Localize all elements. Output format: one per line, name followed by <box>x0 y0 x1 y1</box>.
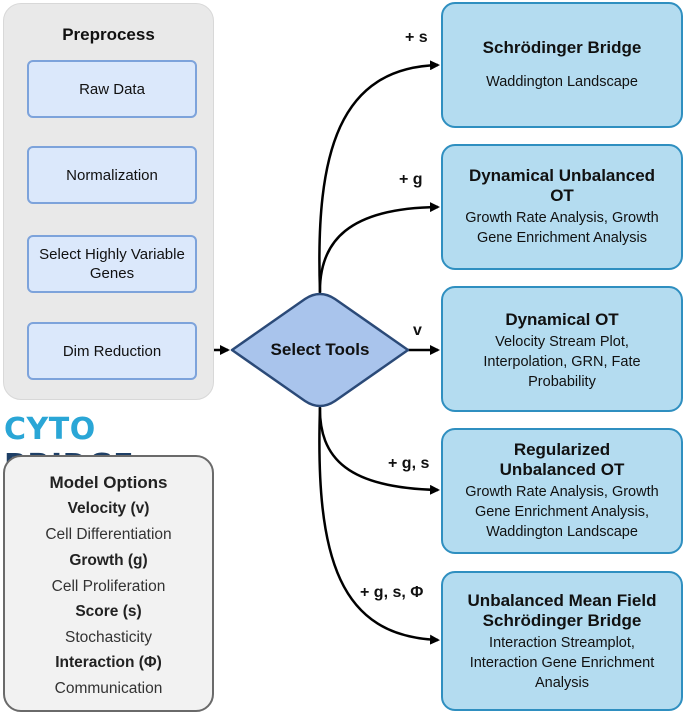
option-interaction: Interaction (Φ) <box>55 654 162 671</box>
tool-description: Interaction Streamplot, Interaction Gene… <box>469 635 655 691</box>
edge-label-dynamical-unbalanced-ot: + g <box>399 171 423 188</box>
edge-label-mean-field-sb: + g, s, Φ <box>360 584 424 601</box>
tool-title: Schrödinger Bridge <box>482 38 642 57</box>
option-score: Score (s) <box>75 603 142 620</box>
option-velocity-desc: Cell Differentiation <box>45 526 172 543</box>
tool-schrodinger-bridge[interactable]: Schrödinger Bridge Waddington Landscape <box>441 2 683 128</box>
logo-text-cyto: CYTO <box>4 412 96 447</box>
tool-description: Growth Rate Analysis, Growth Gene Enrich… <box>465 484 659 540</box>
tool-title: Unbalanced Mean Field Schrödinger Bridge <box>467 591 657 630</box>
cytobridge-logo: CYTOBRIDGE <box>4 412 214 483</box>
preprocess-panel: Preprocess Raw Data Normalization Select… <box>3 3 214 400</box>
tool-dynamical-unbalanced-ot[interactable]: Dynamical Unbalanced OT Growth Rate Anal… <box>441 144 683 270</box>
branch-mean-field-sb <box>318 407 440 645</box>
option-interaction-desc: Communication <box>54 680 163 697</box>
model-options-panel: Model Options Velocity (v) Cell Differen… <box>3 455 214 712</box>
edge-label-regularized-unbalanced-ot: + g, s <box>388 455 430 472</box>
model-options-title: Model Options <box>49 473 168 492</box>
tool-mean-field-schrodinger-bridge[interactable]: Unbalanced Mean Field Schrödinger Bridge… <box>441 571 683 711</box>
edge-label-dynamical-ot: v <box>413 322 422 339</box>
branch-regularized-unbalanced-ot <box>318 403 440 495</box>
branch-dynamical-unbalanced-ot <box>318 202 440 297</box>
tool-title: Dynamical Unbalanced OT <box>468 166 656 205</box>
step-select-hvg[interactable]: Select Highly Variable Genes <box>27 235 197 293</box>
tool-description: Velocity Stream Plot, Interpolation, GRN… <box>483 334 641 390</box>
tool-title: Dynamical OT <box>505 310 619 329</box>
option-velocity: Velocity (v) <box>67 500 150 517</box>
branch-schrodinger-bridge <box>318 60 440 293</box>
option-growth-desc: Cell Proliferation <box>51 578 166 595</box>
select-tools-diamond <box>230 292 410 408</box>
option-score-desc: Stochasticity <box>64 629 152 646</box>
option-growth: Growth (g) <box>69 552 148 569</box>
step-dim-reduction[interactable]: Dim Reduction <box>27 322 197 380</box>
tool-regularized-unbalanced-ot[interactable]: Regularized Unbalanced OT Growth Rate An… <box>441 428 683 554</box>
step-normalization[interactable]: Normalization <box>27 146 197 204</box>
edge-label-schrodinger-bridge: + s <box>405 29 428 46</box>
tool-title: Regularized Unbalanced OT <box>499 440 625 479</box>
select-tools-label[interactable]: Select Tools <box>270 340 370 359</box>
tool-description: Waddington Landscape <box>486 74 638 90</box>
step-raw-data[interactable]: Raw Data <box>27 60 197 118</box>
tool-dynamical-ot[interactable]: Dynamical OT Velocity Stream Plot, Inter… <box>441 286 683 412</box>
preprocess-title: Preprocess <box>62 25 155 44</box>
tool-description: Growth Rate Analysis, Growth Gene Enrich… <box>465 210 659 246</box>
